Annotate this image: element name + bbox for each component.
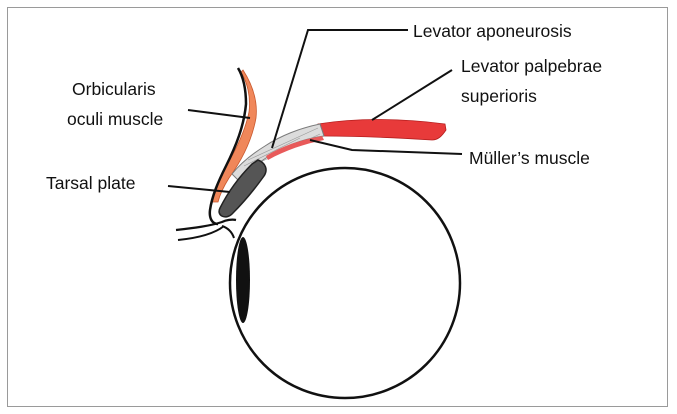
eyelid-lower-outline <box>175 218 237 232</box>
tarsal-plate <box>218 159 267 218</box>
leader-orbicularis <box>187 109 251 119</box>
eyelashes <box>177 225 235 241</box>
label-levator-aponeurosis: Levator aponeurosis <box>413 21 572 41</box>
leader-tarsal-plate <box>167 185 231 193</box>
label-tarsal-plate: Tarsal plate <box>46 173 136 193</box>
label-levator-palpebrae-2: superioris <box>461 86 537 106</box>
eyelid-skin-outline <box>208 67 248 226</box>
leader-muller-muscle <box>309 139 463 155</box>
label-muller-muscle: Müller’s muscle <box>469 148 590 168</box>
leader-levator-aponeurosis <box>271 29 408 149</box>
levator-palpebrae-muscle <box>317 119 447 141</box>
label-orbicularis-1: Orbicularis <box>72 79 156 99</box>
eyeball <box>228 166 462 400</box>
leader-levator-palpebrae <box>371 69 453 121</box>
label-levator-palpebrae-1: Levator palpebrae <box>461 56 602 76</box>
label-orbicularis-2: oculi muscle <box>67 109 163 129</box>
cornea <box>236 237 250 323</box>
muller-muscle-shape <box>266 136 324 160</box>
